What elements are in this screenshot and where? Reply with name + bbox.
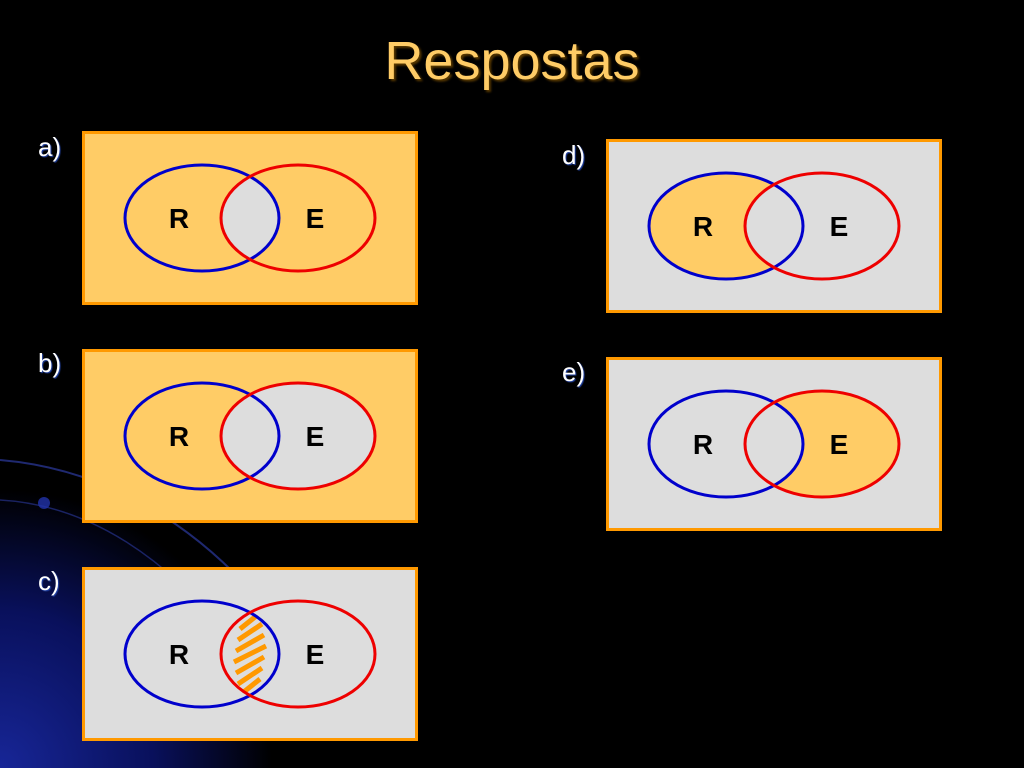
set-e-label: E: [306, 639, 325, 670]
set-r-circle: [123, 163, 281, 273]
set-e-circle: [219, 599, 377, 709]
item-label-c: c): [38, 566, 60, 596]
set-r-label: R: [693, 429, 713, 460]
set-r-circle: [647, 389, 805, 499]
set-r-circle: [123, 381, 281, 491]
item-label-b: b): [38, 348, 62, 378]
slide-title: Respostas: [384, 31, 640, 91]
intersection-region: [745, 391, 803, 497]
set-e-label: E: [306, 203, 325, 234]
set-r-circle: [647, 171, 805, 281]
set-r-label: R: [169, 421, 189, 452]
item-label-e: e): [562, 357, 586, 387]
set-e-circle: [743, 171, 901, 281]
set-r-label: R: [169, 639, 189, 670]
set-r-label: R: [169, 203, 189, 234]
set-r-label: R: [693, 211, 713, 242]
set-e-circle: [219, 381, 377, 491]
intersection-region: [221, 165, 279, 271]
set-e-circle: [219, 163, 377, 273]
set-e-label: E: [830, 211, 849, 242]
intersection-region: [221, 383, 279, 489]
intersection-region: [745, 173, 803, 279]
set-r-circle: [123, 599, 281, 709]
set-e-label: E: [306, 421, 325, 452]
set-e-label: E: [830, 429, 849, 460]
item-label-a: a): [38, 132, 62, 162]
item-label-d: d): [562, 140, 586, 170]
set-e-circle: [743, 389, 901, 499]
intersection-hatch: [232, 611, 268, 697]
